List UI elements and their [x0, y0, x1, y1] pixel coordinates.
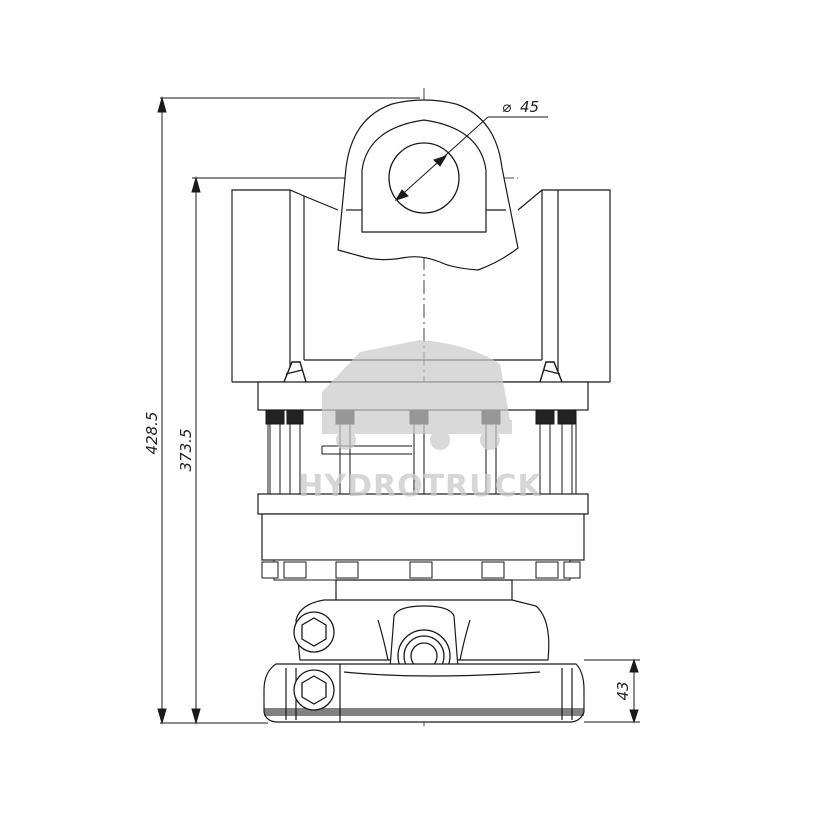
overall-height-label: 428.5	[143, 412, 161, 455]
pin-height-label: 373.5	[177, 429, 195, 472]
base-height-label: 43	[614, 681, 632, 700]
middle-flange	[257, 493, 589, 561]
pin-hole	[388, 142, 460, 214]
inner-shaft-detail	[321, 445, 412, 455]
hex-plug-upper	[293, 611, 335, 653]
dimension-overall-height	[157, 96, 420, 725]
dimension-pin-height	[191, 176, 420, 725]
base-dark-edge	[264, 708, 584, 716]
watermark-text: HYDROTRUCK	[298, 469, 542, 504]
pin-diameter-label: 45	[520, 98, 539, 116]
base-body	[263, 663, 585, 723]
lower-bolt-row	[261, 559, 581, 581]
dimension-base-height	[584, 658, 640, 724]
hex-plug-lower	[293, 669, 335, 711]
hydrotruck-watermark-logo	[322, 340, 512, 450]
housing-chamfers	[283, 361, 563, 383]
pin-diameter-dimension	[394, 116, 548, 201]
pin-diameter-symbol: ⌀	[502, 98, 511, 116]
